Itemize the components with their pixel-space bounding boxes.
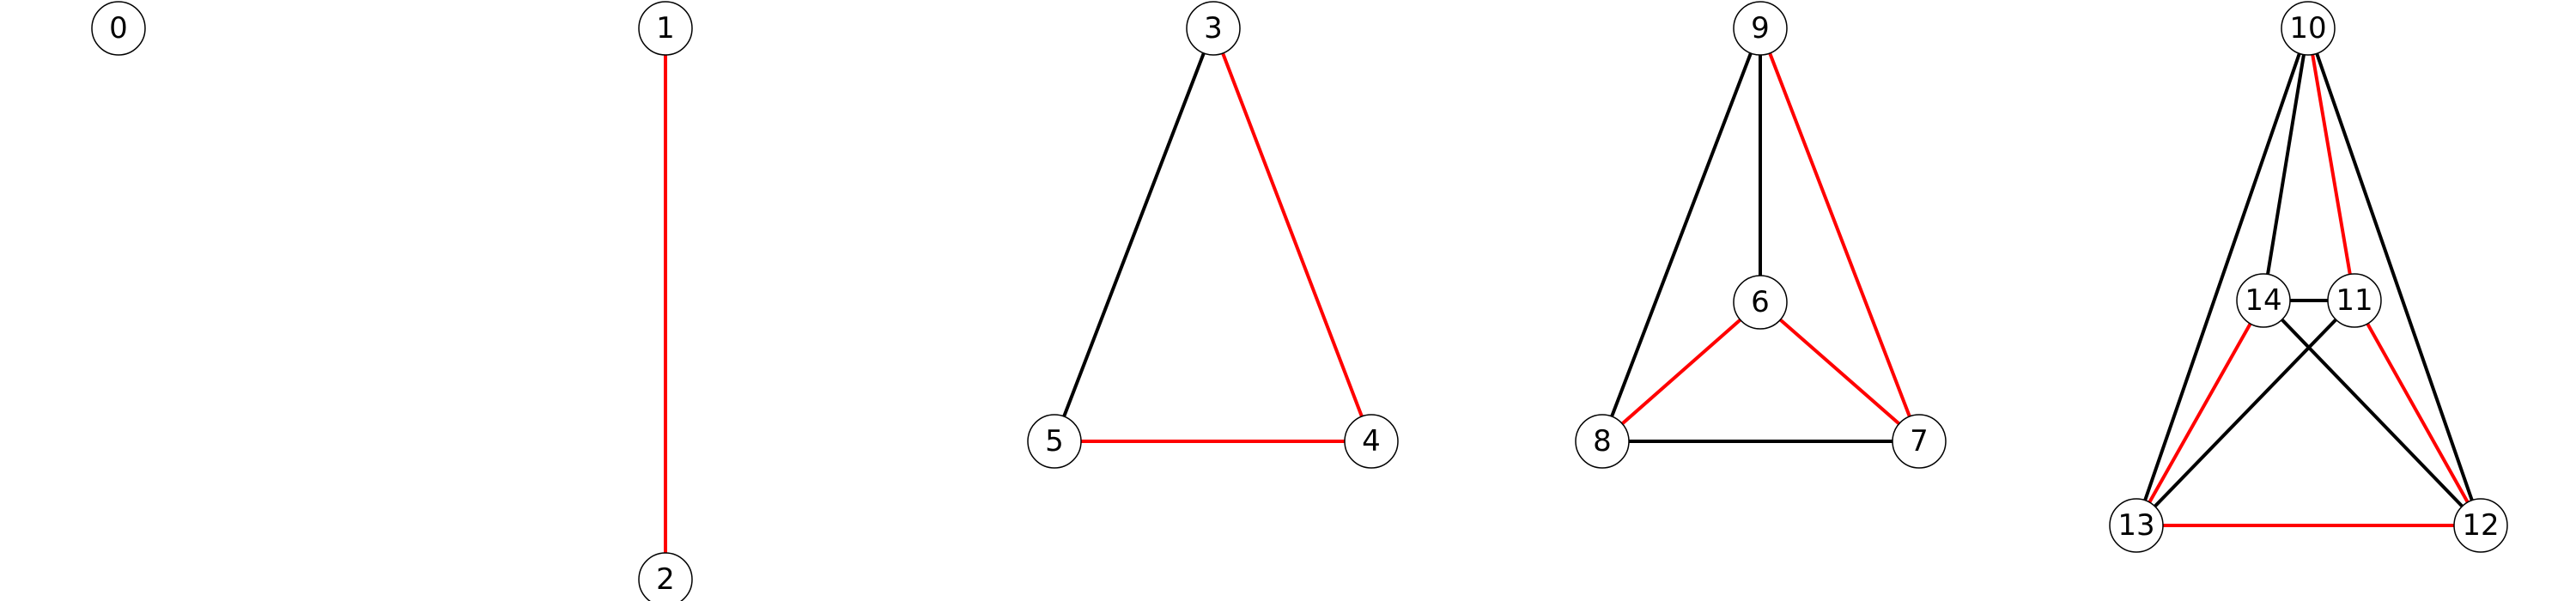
node-circle [638, 1, 693, 56]
node-circle [1186, 1, 1241, 56]
node-label: 9 [1751, 11, 1770, 46]
node-circle [2453, 498, 2508, 553]
node-label: 7 [1910, 424, 1929, 458]
node-6: 6 [1733, 275, 1788, 330]
edge-9-8 [1601, 27, 1762, 443]
node-5: 5 [1027, 414, 1082, 469]
node-label: 1 [656, 11, 675, 46]
node-label: 4 [1362, 424, 1381, 458]
node-circle [1344, 414, 1399, 469]
edge-3-4 [1212, 27, 1373, 443]
node-circle [1892, 414, 1947, 469]
node-7: 7 [1892, 414, 1947, 469]
node-14: 14 [2236, 273, 2291, 328]
edge-10-13 [2135, 27, 2310, 527]
edge-10-11 [2306, 27, 2356, 302]
node-1: 1 [638, 1, 693, 56]
node-label: 8 [1593, 424, 1612, 458]
node-circle [638, 552, 693, 601]
node-circle [1027, 414, 1082, 469]
node-11: 11 [2327, 273, 2382, 328]
edge-6-8 [1601, 300, 1762, 443]
edge-3-5 [1053, 27, 1215, 443]
node-9: 9 [1733, 1, 1788, 56]
node-label: 10 [2289, 11, 2326, 46]
node-circle [1733, 1, 1788, 56]
node-4: 4 [1344, 414, 1399, 469]
node-label: 2 [656, 562, 675, 597]
node-circle [1575, 414, 1630, 469]
edge-10-14 [2262, 27, 2310, 302]
edge-14-13 [2135, 299, 2265, 527]
node-circle [2109, 498, 2164, 553]
node-label: 11 [2336, 283, 2372, 318]
node-2: 2 [638, 552, 693, 601]
node-circle [2327, 273, 2382, 328]
node-label: 6 [1751, 285, 1770, 319]
edge-14-12 [2262, 299, 2482, 527]
node-8: 8 [1575, 414, 1630, 469]
node-label: 3 [1204, 11, 1223, 46]
edge-11-12 [2353, 299, 2482, 527]
node-0: 0 [91, 1, 146, 56]
node-label: 0 [109, 11, 128, 46]
node-3: 3 [1186, 1, 1241, 56]
edge-9-7 [1759, 27, 1921, 443]
node-label: 5 [1045, 424, 1064, 458]
edge-10-12 [2306, 27, 2482, 527]
node-12: 12 [2453, 498, 2508, 553]
node-circle [2236, 273, 2291, 328]
node-10: 10 [2281, 1, 2336, 56]
edge-6-7 [1759, 300, 1921, 443]
node-circle [91, 1, 146, 56]
node-label: 14 [2245, 283, 2281, 318]
node-label: 13 [2117, 508, 2154, 543]
node-circle [1733, 275, 1788, 330]
node-13: 13 [2109, 498, 2164, 553]
node-circle [2281, 1, 2336, 56]
node-label: 12 [2462, 508, 2499, 543]
edges-layer [664, 27, 2482, 581]
edge-11-13 [2135, 299, 2356, 527]
